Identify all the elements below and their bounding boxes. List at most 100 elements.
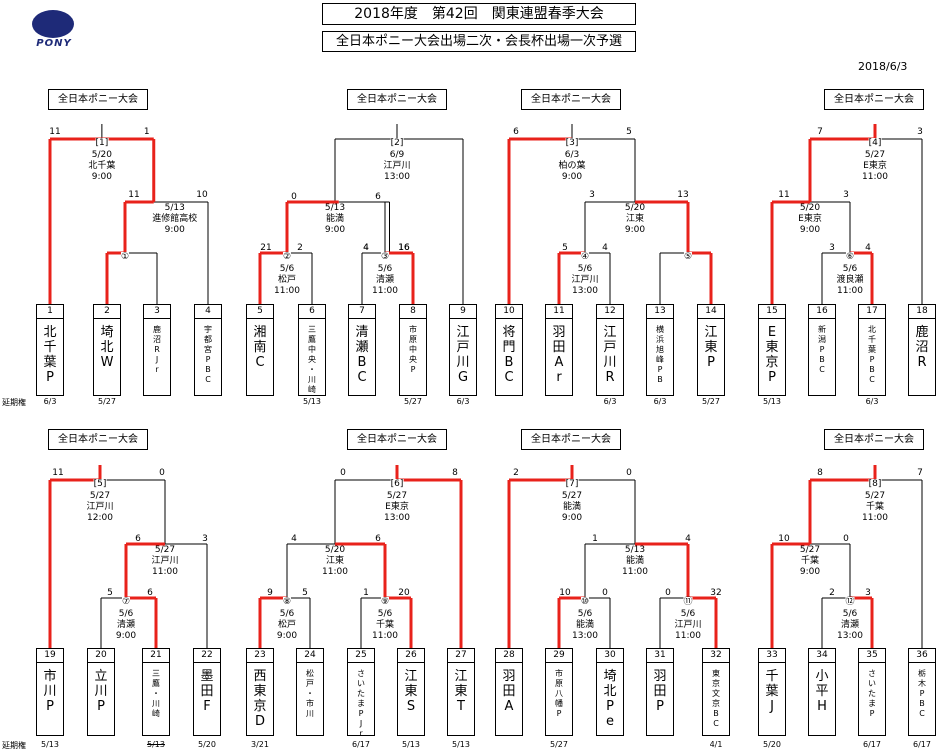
game-tag-2-0: [3] — [565, 138, 579, 149]
game-tag-6-3: ⑪ — [683, 597, 693, 608]
postpone-date-35: 6/17 — [863, 740, 881, 749]
score-0-0-a: 11 — [49, 127, 61, 137]
team-number: 8 — [400, 305, 426, 319]
postpone-date-22: 5/20 — [198, 740, 216, 749]
game-tag-2-2: ④ — [580, 252, 590, 263]
score-1-3-a: 4 — [363, 243, 369, 253]
score-5-0-b: 8 — [452, 468, 458, 478]
score-2-0-b: 5 — [626, 127, 632, 137]
postpone-date-21: 5/13 — [147, 740, 165, 749]
enki-label-bottom: 延期権 — [2, 741, 26, 750]
score-3-0-a: 7 — [817, 127, 823, 137]
score-5-2-a: 9 — [267, 588, 273, 598]
team-number: 19 — [37, 649, 63, 663]
score-5-2-b: 5 — [302, 588, 308, 598]
score-4-2-b: 6 — [147, 588, 153, 598]
score-1-2-a: 21 — [260, 243, 272, 253]
postpone-date-8: 5/27 — [404, 397, 422, 406]
score-3-0-b: 3 — [917, 127, 923, 137]
pony-logo: PONY — [30, 10, 78, 52]
postpone-date-17: 6/3 — [865, 397, 879, 406]
bracket-title-7: 全日本ポニー大会 — [824, 429, 924, 450]
score-4-0-a: 11 — [52, 468, 64, 478]
game-tag-1-3: ③ — [380, 252, 390, 263]
score-3-2-b: 4 — [865, 243, 871, 253]
score-4-2-a: 5 — [107, 588, 113, 598]
score-1-3-b: 16 — [398, 243, 410, 253]
score-6-0-b: 0 — [626, 468, 632, 478]
team-number: 29 — [546, 649, 572, 663]
publish-date: 2018/6/3 — [858, 60, 908, 73]
bracket-title-6: 全日本ポニー大会 — [521, 429, 621, 450]
game-tag-3-0: [4] — [868, 138, 882, 149]
score-5-3-a: 1 — [363, 588, 369, 598]
score-1-0-b: 6 — [375, 192, 381, 202]
score-6-3-b: 32 — [710, 588, 722, 598]
team-number: 12 — [597, 305, 623, 319]
score-6-2-b: 0 — [602, 588, 608, 598]
score-7-2-b: 3 — [865, 588, 871, 598]
team-number: 31 — [647, 649, 673, 663]
game-tag-4-0: [5] — [93, 479, 107, 490]
team-number: 30 — [597, 649, 623, 663]
